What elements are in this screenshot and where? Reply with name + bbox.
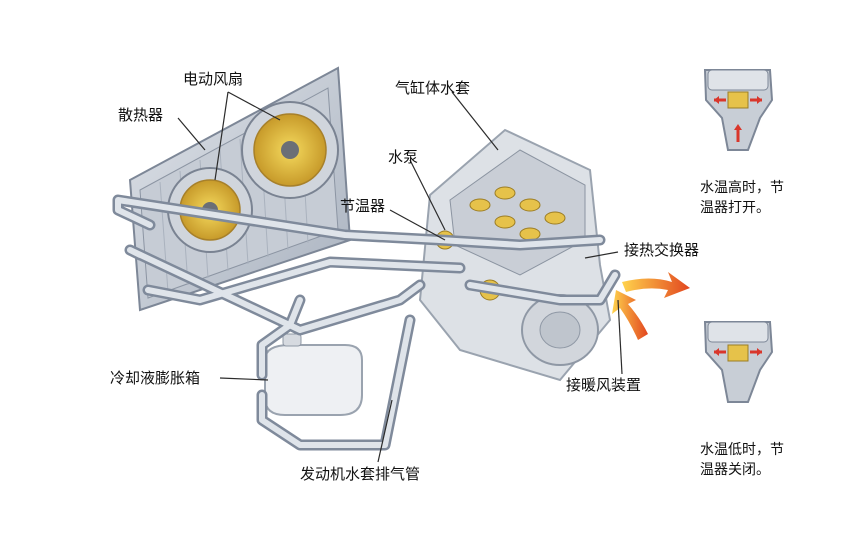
thermostat-open-inset <box>703 69 774 151</box>
heat-exchanger-arrow <box>622 272 690 298</box>
label-heat-exchanger: 接热交换器 <box>624 241 700 259</box>
label-coolant-expansion-tank: 冷却液膨胀箱 <box>110 369 201 387</box>
low-temp-note-line1: 水温低时，节 <box>700 442 784 458</box>
low-temp-note-line2: 温器关闭。 <box>700 462 770 478</box>
low-temp-note: 水温低时，节 温器关闭。 <box>700 440 820 480</box>
coolant-pipes <box>112 194 621 451</box>
leader-lines <box>177 91 623 463</box>
label-heater-connection: 接暖风装置 <box>566 376 642 394</box>
coolant-expansion-tank <box>264 333 363 416</box>
label-radiator: 散热器 <box>118 106 164 124</box>
high-temp-note-line2: 温器打开。 <box>700 200 770 216</box>
high-temp-note: 水温高时，节 温器打开。 <box>700 178 820 218</box>
electric-fan-upper <box>241 101 339 199</box>
label-cylinder-water-jacket: 气缸体水套 <box>395 79 471 97</box>
label-water-pump: 水泵 <box>388 148 419 166</box>
label-electric-fan: 电动风扇 <box>183 70 244 88</box>
heater-arrow <box>612 290 648 340</box>
label-engine-jacket-vent-pipe: 发动机水套排气管 <box>300 465 421 483</box>
thermostat-closed-inset <box>703 321 774 403</box>
engine-block <box>418 128 612 382</box>
label-thermostat: 节温器 <box>340 197 386 215</box>
high-temp-note-line1: 水温高时，节 <box>700 180 784 196</box>
